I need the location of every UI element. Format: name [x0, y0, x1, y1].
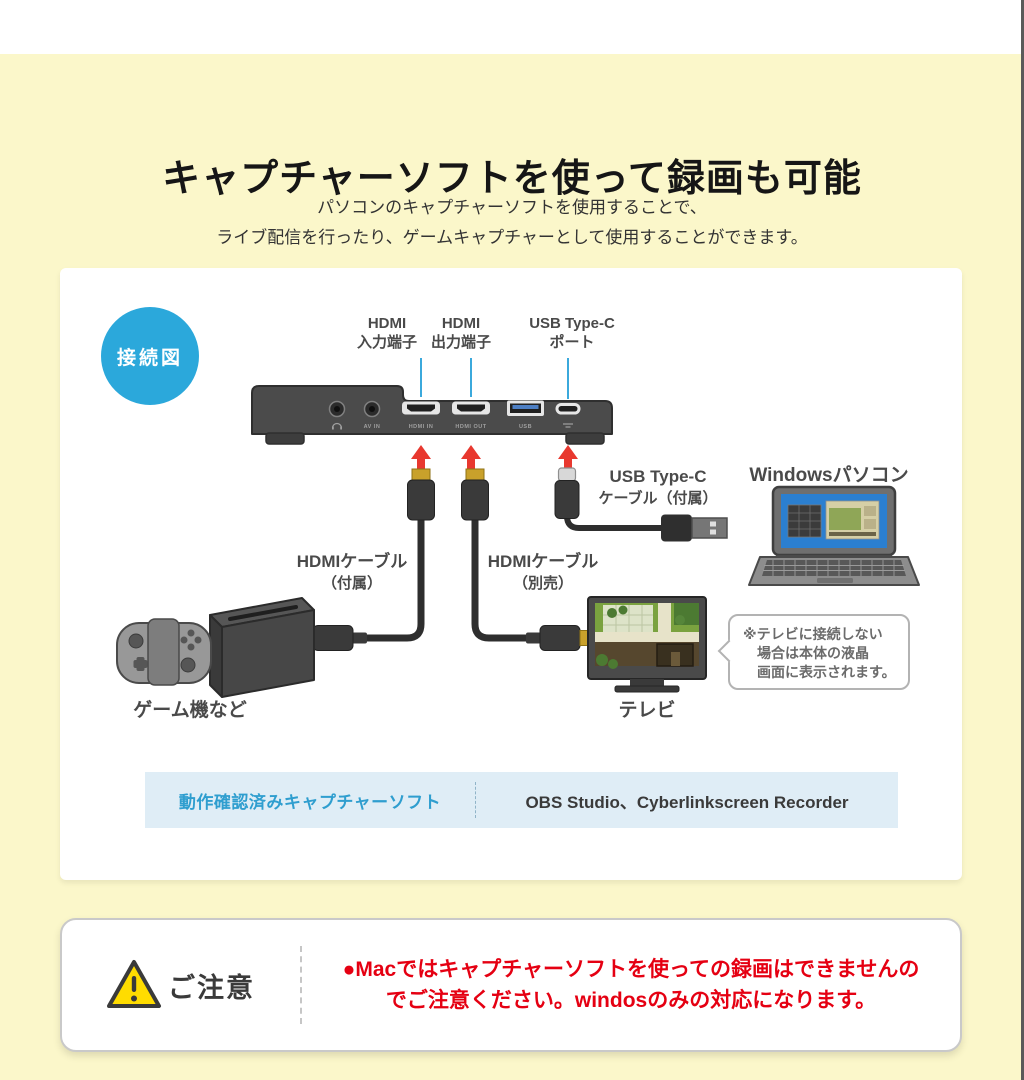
hdmi-in-port — [402, 401, 440, 415]
caution-divider — [300, 946, 302, 1024]
section-subtitle: パソコンのキャプチャーソフトを使用することで、 ライブ配信を行ったり、ゲームキャ… — [0, 193, 1024, 253]
hdmi-out-label: HDMI OUT — [455, 424, 486, 430]
usb-c-port — [555, 403, 581, 415]
windows-pc-label: Windowsパソコン — [749, 465, 909, 486]
headphone-jack — [328, 400, 346, 418]
usb-label: USB — [519, 424, 532, 430]
arrow-up-icon — [558, 445, 578, 471]
usbc-cable-label: USB Type-C ケーブル（付属） — [598, 467, 718, 507]
warning-triangle-icon — [107, 960, 161, 1008]
verified-software-value: OBS Studio、Cyberlinkscreen Recorder — [525, 792, 849, 812]
hdmi-in-label: HDMI IN — [409, 424, 434, 430]
hdmi-cable-included-label: HDMIケーブル （付属） — [296, 552, 408, 592]
callout-hdmi-output: HDMI 出力端子 — [430, 315, 491, 351]
connection-diagram-badge: 接続図 — [101, 307, 199, 405]
usb-c-icon — [563, 423, 573, 428]
hdmi-cable-separate-label: HDMIケーブル （別売） — [487, 552, 599, 592]
device-foot-left — [265, 432, 305, 445]
section-title: キャプチャーソフトを使って録画も可能 — [162, 158, 862, 201]
hdmi-cable-separate-illustration — [461, 468, 593, 651]
tv-illustration — [587, 596, 707, 693]
arrow-up-icon — [411, 445, 431, 471]
verified-software-bar: 動作確認済みキャプチャーソフト OBS Studio、Cyberlinkscre… — [145, 772, 898, 828]
connection-diagram-panel: 接続図 HDMI 入力端子 HDMI 出力端子 USB Type-C ポート — [60, 268, 962, 880]
laptop-illustration — [748, 485, 920, 586]
image-right-border — [1021, 0, 1024, 1080]
note-line-3: 画面に表示されます。 — [757, 664, 896, 680]
caution-line-2: でご注意ください。windosのみの対応になります。 — [385, 989, 877, 1012]
hdmi-out-port — [452, 401, 490, 415]
capture-device-illustration: AV IN HDMI IN HDMI OUT USB — [251, 385, 613, 445]
diagram-artwork: AV IN HDMI IN HDMI OUT USB — [116, 358, 920, 698]
callout-hdmi-input: HDMI 入力端子 — [356, 315, 417, 351]
tv-label: テレビ — [618, 700, 676, 721]
caution-message: ●Macではキャプチャーソフトを使っての録画はできませんの でご注意ください。w… — [316, 954, 946, 1016]
game-controller — [116, 618, 212, 686]
software-bar-divider — [475, 782, 476, 818]
game-console-label: ゲーム機など — [133, 700, 247, 721]
note-line-1: ※テレビに接続しない — [743, 626, 883, 642]
callout-leader-lines — [420, 358, 569, 399]
device-foot-right — [565, 432, 605, 445]
subtitle-line-2: ライブ配信を行ったり、ゲームキャプチャーとして使用することができます。 — [216, 228, 808, 247]
arrow-up-icon — [461, 445, 481, 471]
caution-title: ご注意 — [168, 972, 255, 1003]
device-port-labels: AV IN HDMI IN HDMI OUT USB — [331, 422, 573, 430]
usb-a-port — [507, 400, 544, 416]
caution-line-1: ●Macではキャプチャーソフトを使っての録画はできませんの — [342, 958, 920, 981]
verified-software-label: 動作確認済みキャプチャーソフト — [178, 792, 442, 812]
note-line-2: 場合は本体の液晶 — [757, 645, 869, 661]
headphone-icon — [331, 422, 343, 430]
subtitle-line-1: パソコンのキャプチャーソフトを使用することで、 — [317, 198, 707, 217]
av-in-jack — [363, 400, 381, 418]
callout-usbc-port: USB Type-C ポート — [529, 315, 615, 351]
game-console-illustration — [116, 597, 315, 698]
caution-panel: ご注意 ●Macではキャプチャーソフトを使っての録画はできませんの でご注意くだ… — [60, 918, 962, 1052]
av-in-label: AV IN — [364, 424, 381, 430]
tv-note-bubble: ※テレビに接続しない 場合は本体の液晶 画面に表示されます。 — [717, 614, 910, 690]
connection-arrows — [411, 445, 578, 471]
usbc-cable-illustration — [554, 467, 728, 542]
